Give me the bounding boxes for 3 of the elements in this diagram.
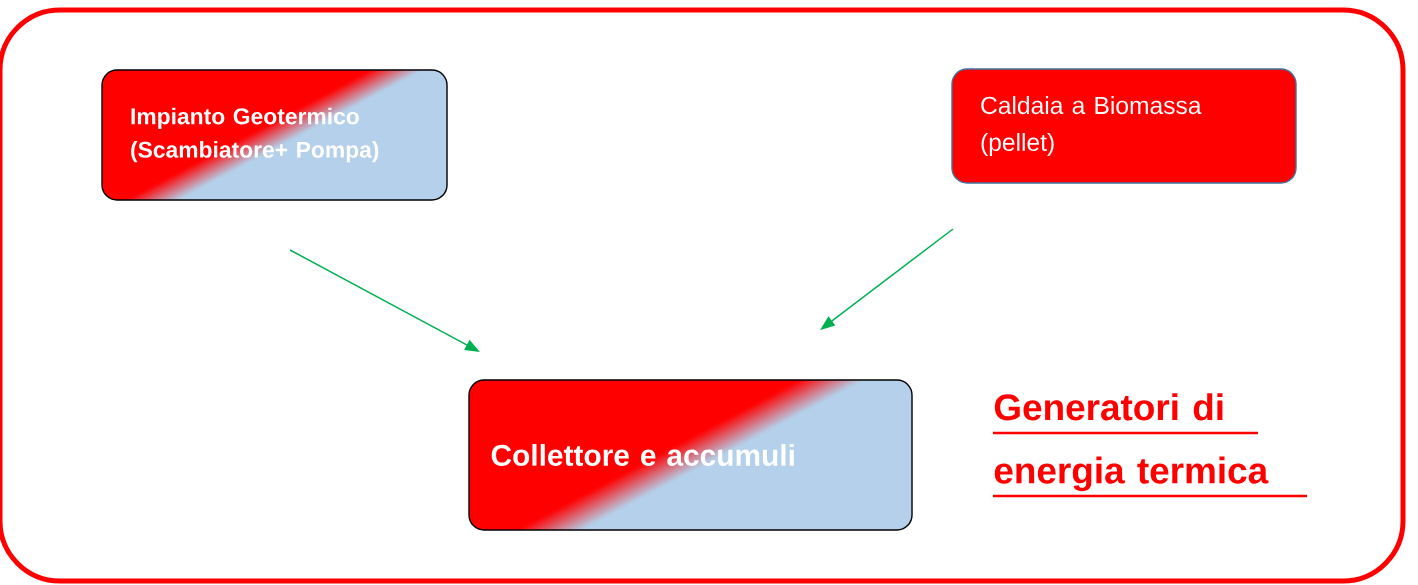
process-box: Caldaia a Biomassa (pellet): [951, 68, 1297, 184]
heading: Generatori di energia termica: [993, 393, 1307, 498]
frame: [0, 7, 1406, 584]
